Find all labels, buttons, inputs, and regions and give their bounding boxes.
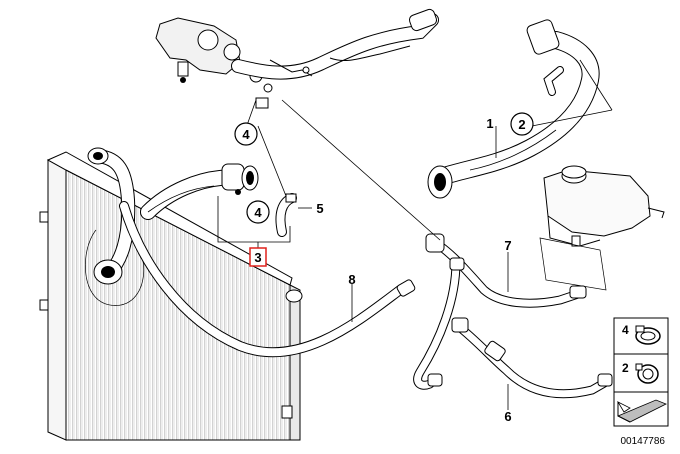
hose-clamp-small-icon <box>635 363 659 384</box>
callout-5[interactable]: 5 <box>316 201 323 216</box>
thermostat-hose <box>140 163 259 220</box>
hose-clamp-large-icon <box>635 325 661 345</box>
callout-1[interactable]: 1 <box>486 116 493 131</box>
legend-item-4[interactable]: 4 <box>622 323 661 345</box>
callout-4-upper[interactable]: 4 <box>234 122 258 146</box>
small-hose-5 <box>275 193 297 237</box>
legend-item-2-label: 2 <box>622 361 629 375</box>
legend-panel: 4 2 <box>613 317 669 427</box>
callout-2[interactable]: 2 <box>510 112 534 136</box>
thermostat-housing <box>155 8 439 109</box>
legend-item-2[interactable]: 2 <box>622 361 659 384</box>
callout-4-upper-label: 4 <box>242 127 250 142</box>
callout-7[interactable]: 7 <box>504 238 511 253</box>
callout-6[interactable]: 6 <box>504 409 511 424</box>
hose-6 <box>451 317 613 399</box>
hose-7 <box>413 233 587 390</box>
callout-8[interactable]: 8 <box>348 272 355 287</box>
legend-item-4-label: 4 <box>622 323 629 337</box>
callout-4-lower-label: 4 <box>254 205 262 220</box>
callout-3[interactable]: 3 <box>249 247 267 267</box>
diagram-id: 00147786 <box>621 436 666 447</box>
hose-1 <box>427 19 600 199</box>
leader-lines <box>217 59 613 410</box>
upper-radiator-hose <box>87 147 136 285</box>
callout-3-label: 3 <box>254 250 261 265</box>
cut-gasket-icon <box>616 399 667 423</box>
callout-4-lower[interactable]: 4 <box>246 200 270 224</box>
long-hose <box>119 201 416 358</box>
expansion-tank <box>539 165 665 291</box>
callout-2-label: 2 <box>518 117 525 132</box>
